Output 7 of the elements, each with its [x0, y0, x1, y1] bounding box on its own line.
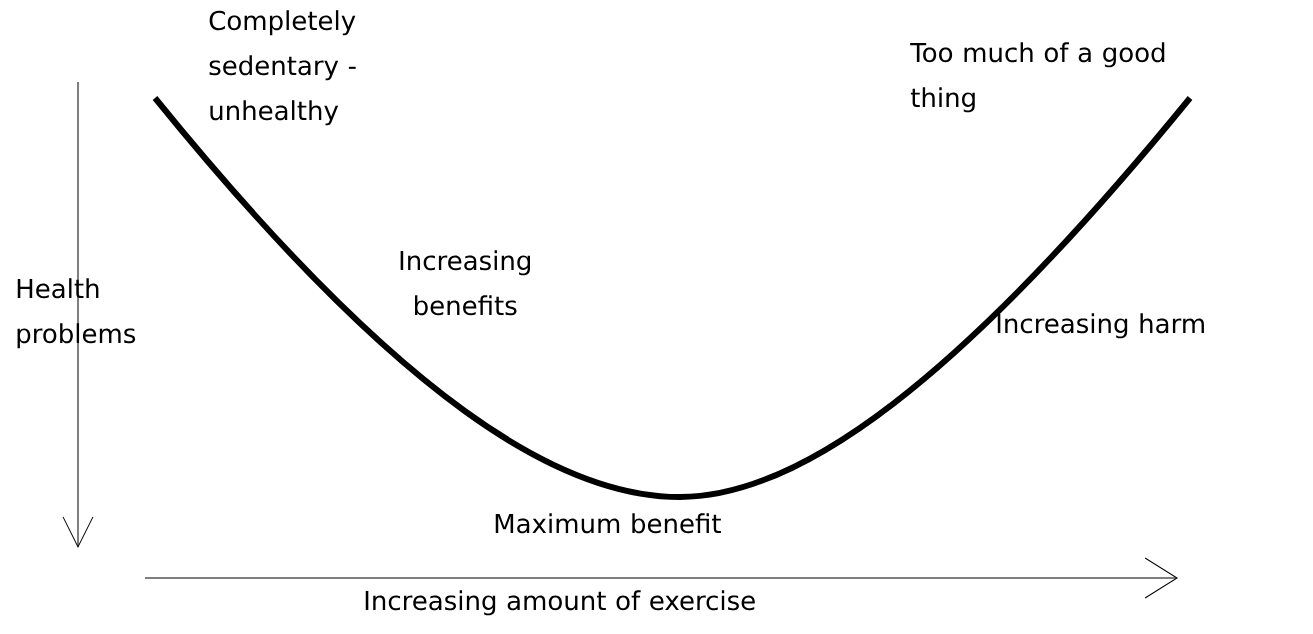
text-label: Maximum benefit [495, 513, 721, 534]
text-label: Too much of a good thing [910, 42, 1165, 113]
text-label: Health problems [17, 278, 136, 349]
text-label: Increasing benefits [400, 250, 530, 316]
text-label: Completely sedentary - unhealthy [209, 10, 356, 126]
text-label: Increasing harm [997, 313, 1204, 339]
text-label: Increasing amount of exercise [365, 590, 755, 616]
